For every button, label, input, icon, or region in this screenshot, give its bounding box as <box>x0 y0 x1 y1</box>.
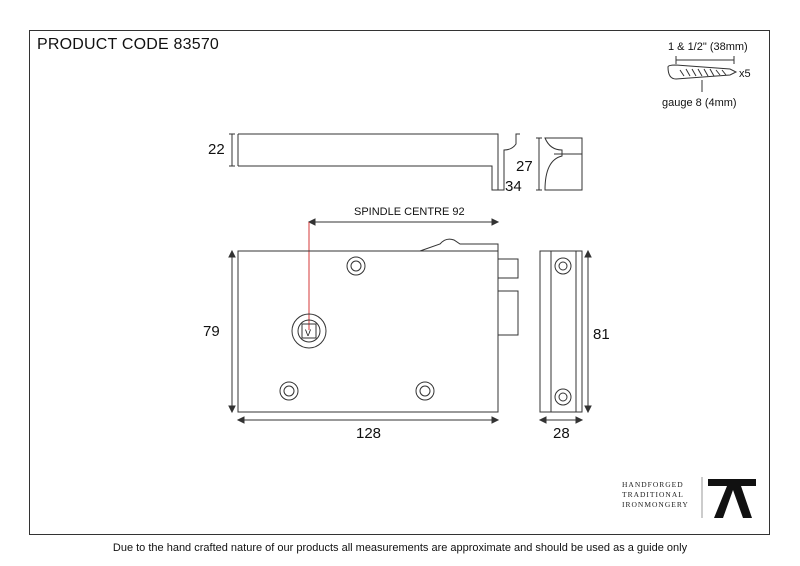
lock-latch-top <box>419 238 499 252</box>
drawing-frame <box>29 30 770 535</box>
screw-thread <box>679 68 727 77</box>
lock-side-height-label: 81 <box>593 326 610 343</box>
lock-side-depth-arrow-right <box>575 416 584 424</box>
spindle-centre-label: SPINDLE CENTRE 92 <box>354 206 465 218</box>
disclaimer-text: Due to the hand crafted nature of our pr… <box>112 542 688 554</box>
anvil-icon <box>708 479 756 518</box>
brand-logo <box>701 477 756 518</box>
lock-side-hole-top <box>554 257 572 275</box>
spindle-arrow-right <box>491 218 500 226</box>
lock-dead-bolt <box>498 290 519 336</box>
keep-bottom-edge <box>238 165 498 191</box>
spindle-glyph: V <box>305 328 311 338</box>
product-code: PRODUCT CODE 83570 <box>37 36 220 53</box>
lock-side-hole-top-inner <box>558 261 568 271</box>
screw-diagram: 1 & 1/2" (38mm) x5 gauge 8 (4mm) <box>662 41 751 109</box>
lock-height-arrow-top <box>228 249 236 258</box>
keep-hook-label: 34 <box>505 178 522 195</box>
lock-height-label: 79 <box>203 323 220 340</box>
spindle-arrow-left <box>307 218 316 226</box>
lock-side-depth-arrow-left <box>538 416 547 424</box>
spindle-square <box>301 323 317 339</box>
lock-body <box>237 250 499 413</box>
keep-side-height-label: 27 <box>516 158 533 175</box>
lock-width-arrow-right <box>491 416 500 424</box>
screw-length-label: 1 & 1/2" (38mm) <box>668 41 748 53</box>
lock-latch-bolt <box>498 258 519 279</box>
screw-hole-bottom-left-inner <box>283 385 295 397</box>
lock-width-arrow-left <box>236 416 245 424</box>
logo-line-2: TRADITIONAL <box>622 490 684 499</box>
lock-width-label: 128 <box>356 425 381 442</box>
lock-side-hole-bottom-inner <box>558 392 568 402</box>
spindle-rose <box>291 313 327 349</box>
screw-hole-bottom-right-inner <box>419 385 431 397</box>
keep-front-view: 22 34 <box>208 133 522 195</box>
screw-quantity-label: x5 <box>739 68 751 80</box>
keep-outline <box>238 133 520 191</box>
lock-side-body <box>550 250 577 413</box>
logo-line-1: HANDFORGED <box>622 480 684 489</box>
logo-wordmark: HANDFORGED TRADITIONAL IRONMONGERY <box>622 480 698 510</box>
lock-side-view: 81 28 <box>538 249 610 442</box>
lock-side-hole-bottom <box>554 388 572 406</box>
screw-gauge-label: gauge 8 (4mm) <box>662 97 737 109</box>
keep-height-label: 22 <box>208 141 225 158</box>
screw-hole-bottom-right <box>415 381 435 401</box>
lock-side-arrow-bottom <box>584 405 592 414</box>
screw-hole-top <box>346 256 366 276</box>
lock-front-view: SPINDLE CENTRE 92 V 79 128 <box>203 206 519 442</box>
spindle-rose-inner <box>297 319 321 343</box>
screw-icon <box>667 64 738 80</box>
lock-side-depth-label: 28 <box>553 425 570 442</box>
keep-side-outline <box>544 137 583 191</box>
lock-side-arrow-top <box>584 249 592 258</box>
lock-height-arrow-bottom <box>228 405 236 414</box>
keep-side-view: 27 <box>516 137 583 191</box>
logo-line-3: IRONMONGERY <box>622 500 689 509</box>
screw-hole-top-inner <box>350 260 362 272</box>
screw-hole-bottom-left <box>279 381 299 401</box>
